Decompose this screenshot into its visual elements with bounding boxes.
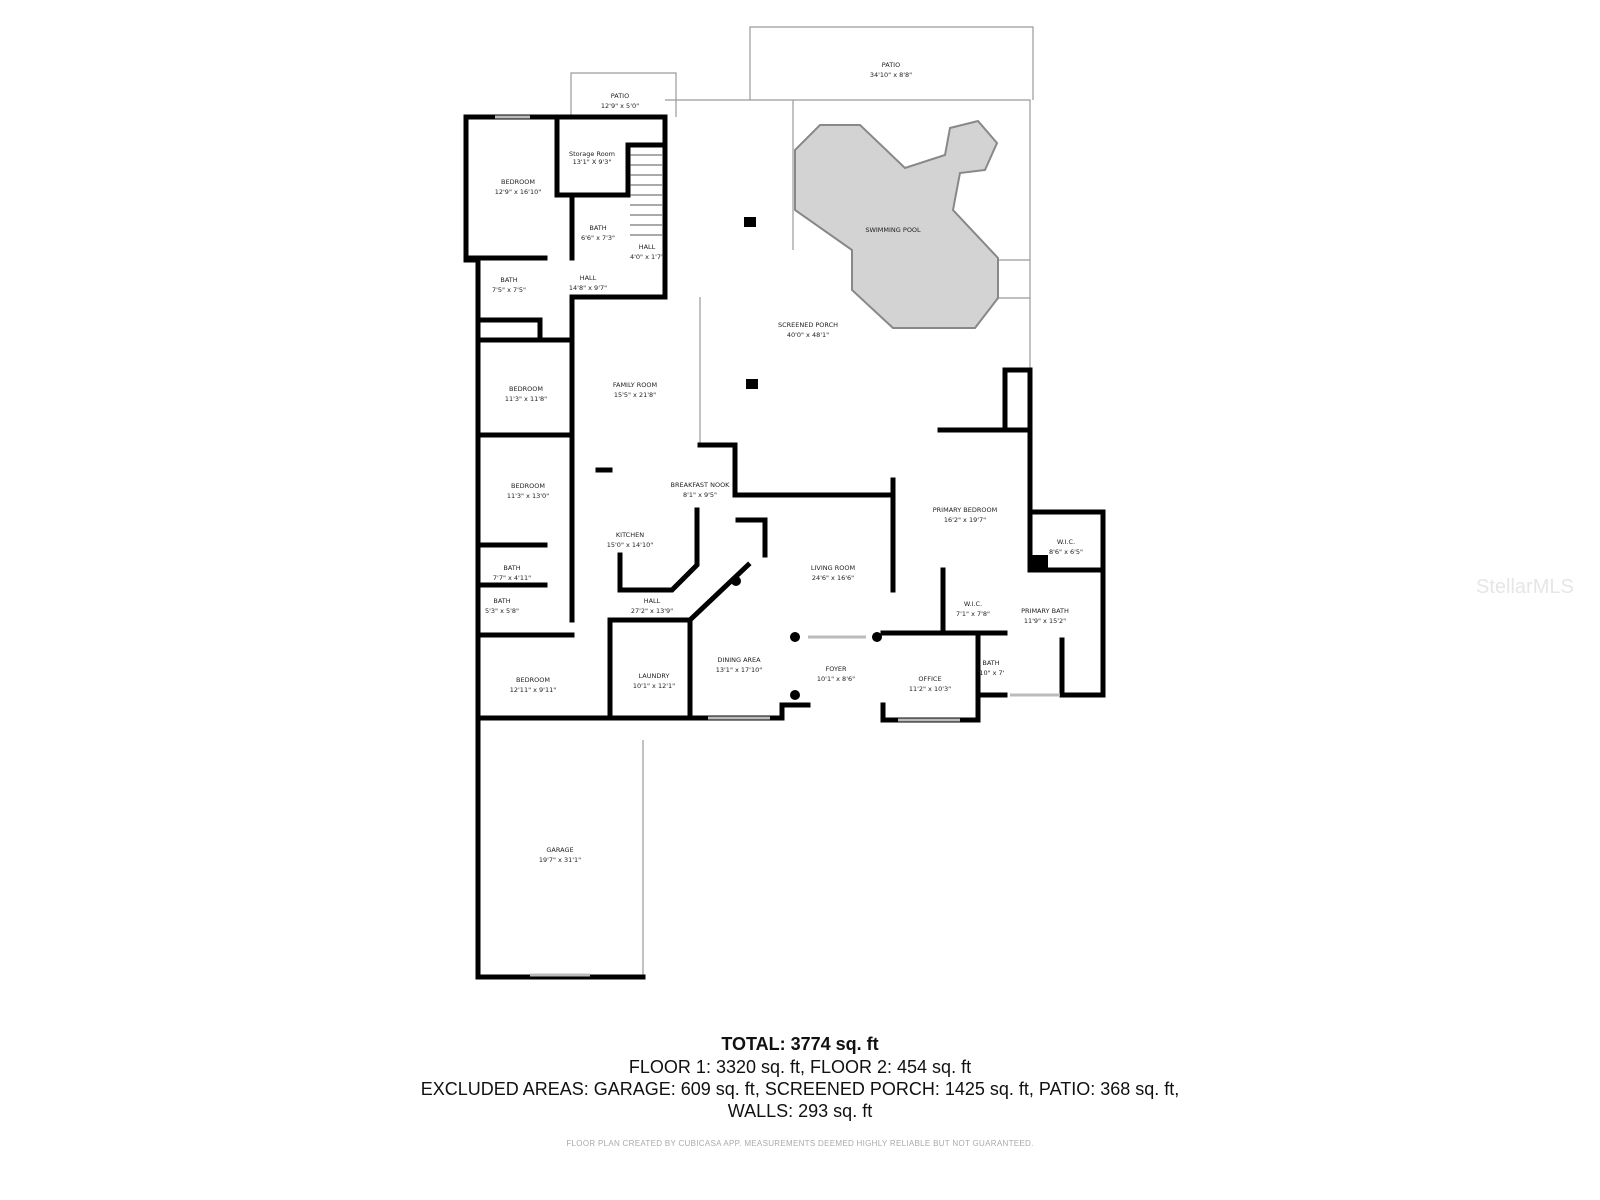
label-garage: GARAGE bbox=[546, 846, 573, 854]
dims-hall-upper: 14'8" x 9'7" bbox=[569, 284, 607, 292]
label-bedroom-d: BEDROOM bbox=[516, 676, 550, 684]
dims-bath-a: 7'5" x 7'5" bbox=[492, 286, 526, 294]
label-bath-b: BATH bbox=[503, 564, 520, 572]
label-hall-upper: HALL bbox=[580, 274, 597, 282]
label-bath-a: BATH bbox=[500, 276, 517, 284]
dims-kitchen: 15'0" x 14'10" bbox=[607, 541, 653, 549]
dims-patio-small: 12'9" x 5'0" bbox=[601, 102, 639, 110]
dims-breakfast-nook: 8'1" x 9'5" bbox=[683, 491, 717, 499]
windows bbox=[495, 115, 1060, 977]
label-primary-bedroom: PRIMARY BEDROOM bbox=[933, 506, 997, 514]
label-dining-area: DINING AREA bbox=[717, 656, 761, 664]
label-bath-d: BATH bbox=[982, 659, 999, 667]
dims-bedroom-upper: 12'9" x 16'10" bbox=[495, 188, 541, 196]
label-laundry: LAUNDRY bbox=[639, 672, 670, 680]
label-wic-b: W.I.C. bbox=[964, 600, 982, 608]
label-bath-c: BATH bbox=[493, 597, 510, 605]
label-hall-small: HALL bbox=[639, 243, 656, 251]
label-bedroom-upper: BEDROOM bbox=[501, 178, 535, 186]
walls-area: WALLS: 293 sq. ft bbox=[727, 1101, 873, 1121]
total-area: TOTAL: 3774 sq. ft bbox=[721, 1034, 879, 1054]
dims-patio-large: 34'10" x 8'8" bbox=[870, 71, 912, 79]
dims-office: 11'2" x 10'3" bbox=[909, 685, 951, 693]
excluded-areas: EXCLUDED AREAS: GARAGE: 609 sq. ft, SCRE… bbox=[420, 1079, 1180, 1099]
dims-laundry: 10'1" x 12'1" bbox=[633, 682, 675, 690]
dims-wic-b: 7'1" x 7'8" bbox=[956, 610, 990, 618]
swimming-pool bbox=[794, 119, 999, 329]
dims-hall-main: 27'2" x 13'9" bbox=[631, 607, 673, 615]
dims-bedroom-d: 12'11" x 9'11" bbox=[510, 686, 556, 694]
footer-disclaimer: FLOOR PLAN CREATED BY CUBICASA APP. MEAS… bbox=[566, 1139, 1034, 1148]
dims-bath-c: 5'3" x 5'8" bbox=[485, 607, 519, 615]
label-patio-large: PATIO bbox=[882, 61, 900, 69]
dims-bath-d: '10" x 7' bbox=[978, 669, 1005, 677]
dims-dining-area: 13'1" x 17'10" bbox=[716, 666, 762, 674]
watermark: StellarMLS bbox=[1476, 576, 1574, 598]
dims-hall-small: 4'0" x 1'7" bbox=[630, 253, 664, 261]
dims-porch: 40'0" x 48'1" bbox=[787, 331, 829, 339]
dims-bath-upper: 6'6" x 7'3" bbox=[581, 234, 615, 242]
dims-storage: 13'1" X 9'3" bbox=[573, 158, 612, 166]
columns bbox=[731, 217, 1048, 700]
label-living-room: LIVING ROOM bbox=[811, 564, 855, 572]
dims-foyer: 10'1" x 8'6" bbox=[817, 675, 855, 683]
walls bbox=[463, 114, 1106, 980]
label-wic-a: W.I.C. bbox=[1057, 538, 1075, 546]
dims-wic-a: 8'6" x 6'5" bbox=[1049, 548, 1083, 556]
dims-bath-b: 7'7" x 4'11" bbox=[493, 574, 531, 582]
label-storage: Storage Room bbox=[569, 150, 615, 158]
label-pool: SWIMMING POOL bbox=[865, 226, 921, 234]
label-primary-bath: PRIMARY BATH bbox=[1021, 607, 1069, 615]
dims-bedroom-c: 11'3" x 13'0" bbox=[507, 492, 549, 500]
dims-bedroom-b: 11'3" x 11'8" bbox=[505, 395, 547, 403]
label-office: OFFICE bbox=[918, 675, 941, 683]
label-patio-small: PATIO bbox=[611, 92, 629, 100]
staircase bbox=[630, 154, 662, 236]
dims-living-room: 24'6" x 16'6" bbox=[812, 574, 854, 582]
label-bedroom-c: BEDROOM bbox=[511, 482, 545, 490]
dims-primary-bedroom: 16'2" x 19'7" bbox=[944, 516, 986, 524]
label-bath-upper: BATH bbox=[589, 224, 606, 232]
label-family-room: FAMILY ROOM bbox=[613, 381, 657, 389]
dims-family-room: 15'5" x 21'8" bbox=[614, 391, 656, 399]
label-breakfast-nook: BREAKFAST NOOK bbox=[671, 481, 731, 489]
label-porch: SCREENED PORCH bbox=[778, 321, 838, 329]
room-labels: PATIO 34'10" x 8'8" PATIO 12'9" x 5'0" S… bbox=[485, 61, 1083, 864]
floor-areas: FLOOR 1: 3320 sq. ft, FLOOR 2: 454 sq. f… bbox=[628, 1057, 972, 1077]
label-bedroom-b: BEDROOM bbox=[509, 385, 543, 393]
label-hall-main: HALL bbox=[644, 597, 661, 605]
dims-primary-bath: 11'9" x 15'2" bbox=[1024, 617, 1066, 625]
label-foyer: FOYER bbox=[825, 665, 847, 673]
dims-garage: 19'7" x 31'1" bbox=[539, 856, 581, 864]
label-kitchen: KITCHEN bbox=[616, 531, 644, 539]
